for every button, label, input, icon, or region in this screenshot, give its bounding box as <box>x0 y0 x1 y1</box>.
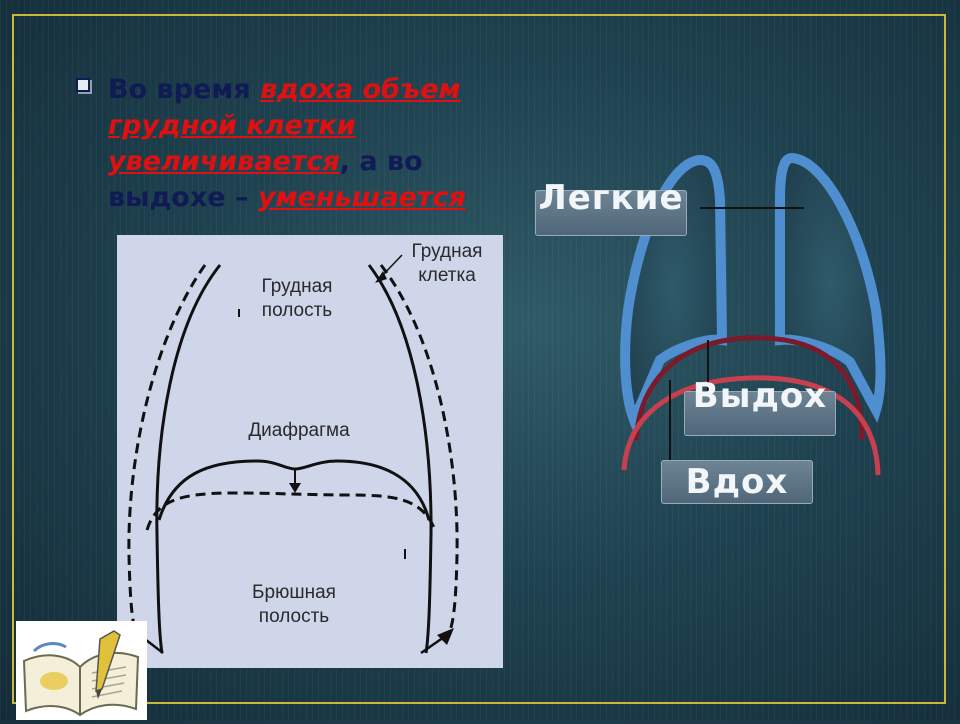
book-drawing <box>22 630 140 717</box>
inhale-label: Вдох <box>661 460 813 504</box>
text-plain-1: Во время <box>108 74 261 105</box>
exhale-label-text: Выдох <box>692 376 828 416</box>
text-plain-2: , а во выдохе – <box>108 146 423 213</box>
bullet-paragraph: Во время вдоха объем грудной клетки увел… <box>76 72 478 216</box>
lungs-label: Легкие <box>535 180 687 236</box>
open-book-pencil-icon <box>16 621 147 720</box>
diaphragm-label: Диафрагма <box>248 420 350 441</box>
inhale-label-text: Вдох <box>685 462 789 502</box>
exhale-label: Выдох <box>684 377 836 436</box>
chest-wall-label: Грудная клетка <box>411 241 483 286</box>
lungs-label-text: Легкие <box>538 178 684 218</box>
chest-diagram: Грудная клетка Грудная полость Диафрагма… <box>117 235 503 668</box>
chest-diagram-drawing <box>127 254 459 655</box>
slide-frame <box>12 14 946 704</box>
text-highlight-1: вдоха объем грудной клетки увеличивается <box>108 74 461 177</box>
thoracic-cavity-label: Грудная полость <box>261 276 333 321</box>
abdominal-cavity-label: Брюшная полость <box>252 582 336 627</box>
bullet-text-content: Во время вдоха объем грудной клетки увел… <box>108 72 478 216</box>
checkbox-bullet-icon <box>76 78 90 92</box>
text-highlight-2: уменьшается <box>257 182 466 213</box>
